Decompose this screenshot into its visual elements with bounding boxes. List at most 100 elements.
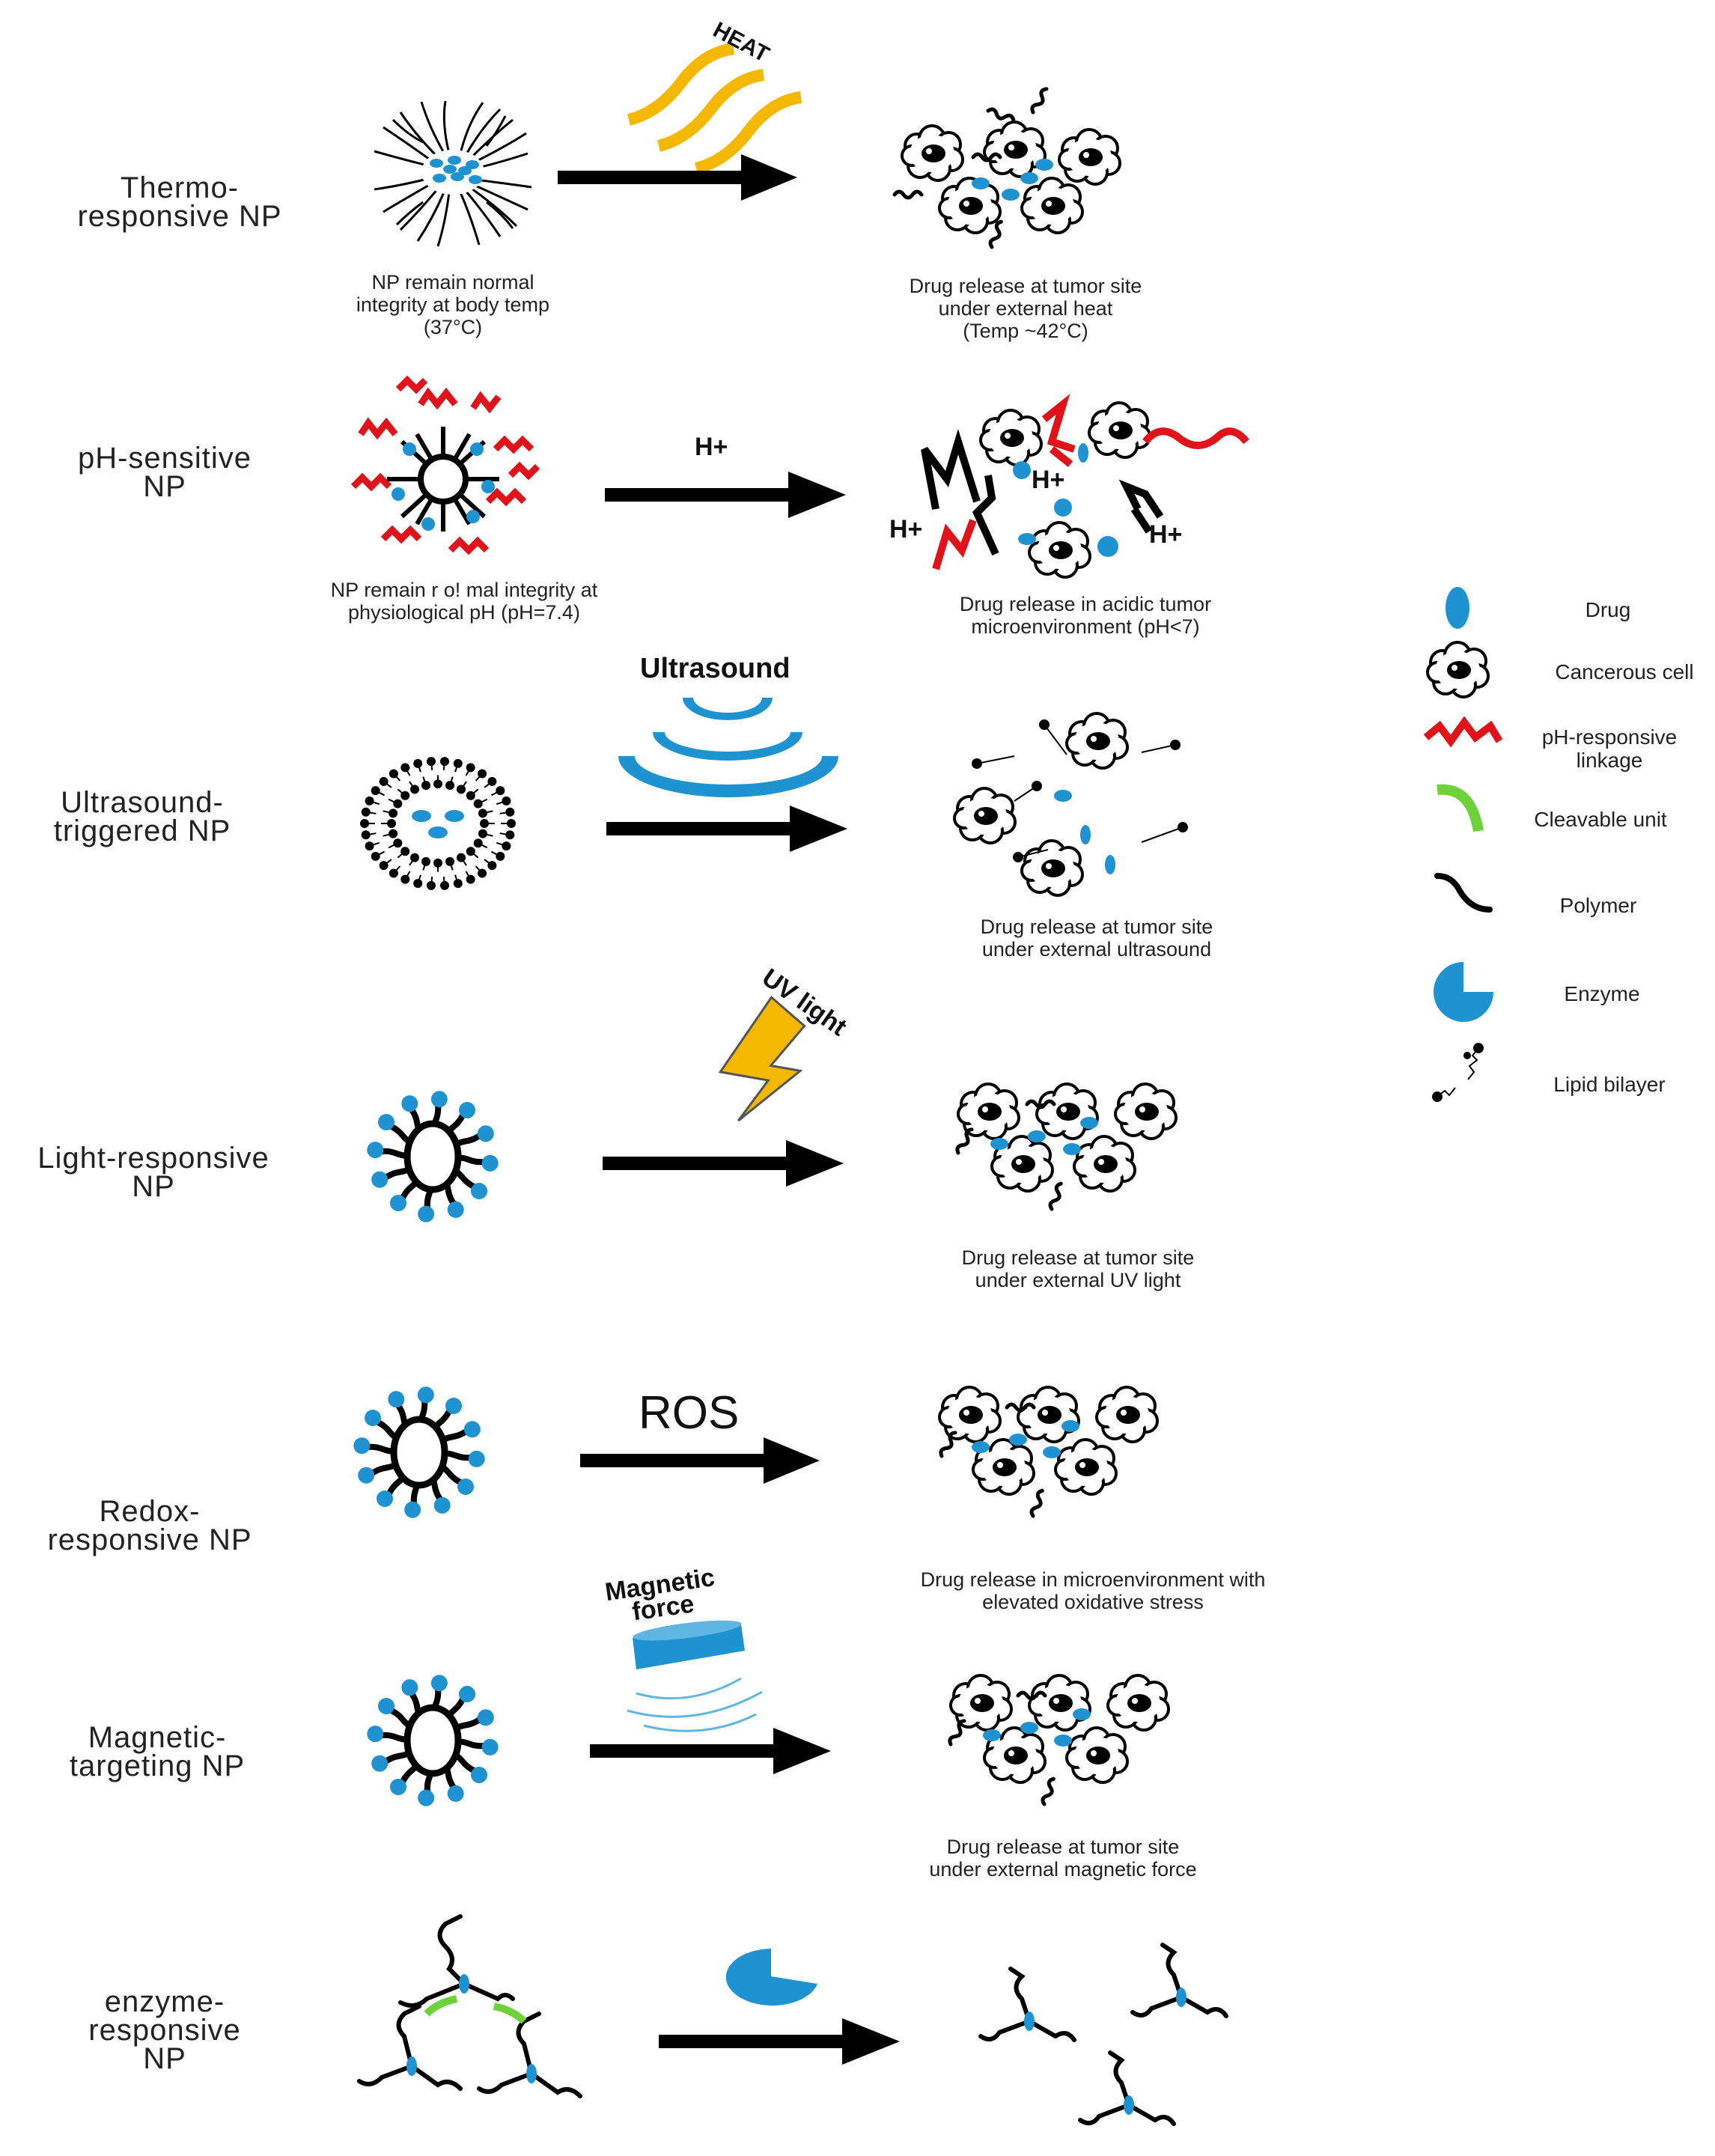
enzyme-pacman-icon xyxy=(725,1949,817,2006)
legend-linkage-icon xyxy=(1423,716,1503,748)
stimulus-h-plus: H+ xyxy=(695,433,728,461)
tumor-cluster-magnetic xyxy=(948,1674,1170,1805)
lipid-tail xyxy=(388,798,398,805)
ph-nanoparticle xyxy=(350,375,540,555)
lipid-tail xyxy=(397,850,406,859)
arrow-ph xyxy=(605,472,846,518)
drug-payload xyxy=(428,826,448,838)
legend-cleavable-icon xyxy=(1437,784,1484,832)
lipid-head xyxy=(427,880,436,890)
lipid-tail xyxy=(404,871,411,880)
lipid-tail xyxy=(460,781,467,790)
stimulus-ultrasound: Ultrasound xyxy=(640,653,791,684)
magnetic-nanoparticle xyxy=(364,1672,501,1809)
lipid-head xyxy=(410,785,419,794)
lipid-tail xyxy=(484,859,493,866)
light-nanoparticle xyxy=(364,1088,501,1225)
label-thermo: Thermo-responsive NP xyxy=(77,171,282,233)
arrow-magnetic xyxy=(590,1728,831,1774)
lipid-tail xyxy=(375,790,386,797)
lipid-tail xyxy=(454,874,459,884)
lipid-tail xyxy=(417,763,421,773)
lipid-tail xyxy=(388,842,398,849)
lipid-head xyxy=(440,757,449,767)
magnet-icon xyxy=(627,1620,763,1732)
lipid-tail xyxy=(422,861,427,871)
lipid-head xyxy=(502,796,511,806)
label-ultrasound: Ultrasound-triggered NP xyxy=(53,786,231,847)
lipid-head xyxy=(433,779,442,789)
lipid-tail xyxy=(383,810,394,814)
lipid-tail xyxy=(393,773,401,782)
lipid-tail xyxy=(409,781,415,790)
lipid-tail xyxy=(383,859,392,866)
ultrasound-waves xyxy=(618,698,838,797)
label-magnetic: Magnetic-targeting NP xyxy=(69,1721,246,1782)
lipid-tail xyxy=(475,773,483,782)
lipid-tail xyxy=(430,876,433,886)
lipid-tail xyxy=(465,871,472,880)
lipid-tail xyxy=(365,832,377,836)
label-redox: Redox-responsive NP xyxy=(47,1495,252,1556)
lipid-tail xyxy=(475,865,483,874)
lipid-tail xyxy=(383,781,392,788)
lipid-tail xyxy=(470,788,479,797)
tumor-cluster-redox xyxy=(939,1386,1159,1517)
legend-drug-label: Drug xyxy=(1585,598,1631,621)
lipid-tail xyxy=(430,761,433,771)
lipid-tail xyxy=(369,800,380,806)
lipid-tail xyxy=(369,841,380,847)
arrow-light xyxy=(603,1140,844,1187)
lipid-tail xyxy=(365,811,377,814)
lipid-tail xyxy=(496,800,507,806)
lipid-tail xyxy=(490,850,501,857)
arrow-thermo xyxy=(558,154,797,201)
lipid-tail xyxy=(442,876,445,886)
lipid-tail xyxy=(404,767,411,776)
lipid-tail xyxy=(442,761,445,771)
liposome-nanoparticle xyxy=(360,748,516,899)
uv-bolt-icon xyxy=(718,996,806,1122)
tumor-cluster-light xyxy=(956,1082,1178,1210)
lipid-tail xyxy=(397,788,406,797)
lipid-head xyxy=(457,853,466,862)
lipid-head xyxy=(502,841,511,851)
lipid-tail xyxy=(449,776,454,786)
enzyme-products xyxy=(978,1943,1228,2126)
lipid-tail xyxy=(383,832,394,837)
lipid-tail xyxy=(496,841,507,847)
tumor-cluster-thermo xyxy=(895,88,1121,249)
lipid-tail xyxy=(490,790,501,797)
lipid-tail xyxy=(417,874,421,884)
enzyme-nanoparticle xyxy=(357,1914,582,2098)
legend-lipid-label: Lipid bilayer xyxy=(1553,1073,1666,1096)
drug-payload xyxy=(412,810,431,822)
heat-icon xyxy=(627,43,802,174)
lipid-tail xyxy=(465,767,472,776)
lipid-tail xyxy=(460,857,467,866)
lipid-tail xyxy=(478,798,488,805)
drug-payload xyxy=(445,810,464,822)
stimulus-ros: ROS xyxy=(639,1387,740,1439)
lipid-tail xyxy=(470,850,479,859)
legend-enzyme-label: Enzyme xyxy=(1564,982,1640,1005)
lipid-head xyxy=(427,757,436,767)
lipid-tail xyxy=(499,832,511,836)
lipid-tail xyxy=(482,832,493,837)
legend-icons xyxy=(1423,587,1503,1102)
tumor-cluster-ph xyxy=(921,394,1249,579)
arrow-ultrasound xyxy=(606,806,847,852)
lipid-tail xyxy=(484,781,493,788)
ion-h-plus-2: H+ xyxy=(889,515,923,543)
tumor-cluster-ultrasound xyxy=(953,712,1188,897)
lipid-tail xyxy=(422,776,427,786)
